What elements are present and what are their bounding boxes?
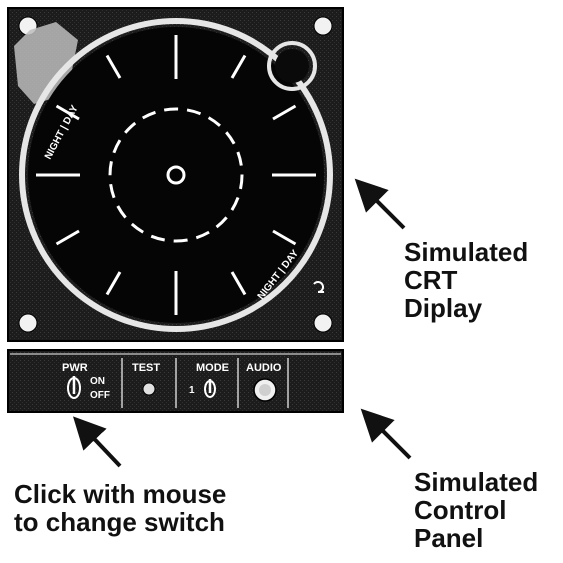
screw-icon xyxy=(313,16,333,36)
pwr-off-label: OFF xyxy=(90,390,110,401)
crt-tick-mark xyxy=(105,271,122,296)
crt-ring xyxy=(19,18,333,332)
mouse-instruction-callout: Click with mouse to change switch xyxy=(14,480,226,536)
crt-screen xyxy=(28,27,324,323)
crt-display: NIGHT | DAY NIGHT | DAY xyxy=(7,7,344,342)
crt-tick-mark xyxy=(55,229,80,246)
callout-line: CRT xyxy=(404,265,458,296)
crt-tick-marks xyxy=(36,35,316,315)
pwr-toggle-switch-icon[interactable] xyxy=(67,376,81,399)
crt-range-circle xyxy=(108,107,244,243)
mode-toggle-switch-icon[interactable] xyxy=(204,379,216,398)
callout-line: Control xyxy=(414,495,507,526)
crt-tick-mark xyxy=(105,54,122,79)
mode-position-label: 1 xyxy=(189,385,195,396)
pointer-arrows xyxy=(72,178,412,468)
audio-rotary-knob-icon[interactable] xyxy=(253,378,277,402)
callout-line: Simulated xyxy=(404,237,529,267)
callout-line: Diplay xyxy=(404,293,483,324)
screw-icon xyxy=(18,313,38,333)
panel-arrow-icon xyxy=(360,408,412,460)
switch-arrow-icon xyxy=(72,416,122,468)
crt-tick-mark xyxy=(230,271,247,296)
mode-label: MODE xyxy=(196,362,229,374)
callout-line: Click with mouse xyxy=(14,479,227,509)
crt-display-callout: Simulated CRT Diplay xyxy=(404,238,528,322)
control-panel: PWR ON OFF TEST MODE 1 AUDIO xyxy=(7,349,344,413)
brightness-knob-icon[interactable] xyxy=(267,41,317,91)
callout-line: to change switch xyxy=(14,507,225,538)
crt-center-marker xyxy=(166,165,186,185)
pwr-on-label: ON xyxy=(90,376,105,387)
screw-icon xyxy=(313,313,333,333)
crt-tick-mark xyxy=(230,54,247,79)
crt-tick-mark xyxy=(272,104,297,121)
callout-line: Panel xyxy=(414,523,484,554)
audio-label: AUDIO xyxy=(246,362,282,374)
crt-arrow-icon xyxy=(354,178,406,230)
hook-icon xyxy=(313,281,324,293)
test-label: TEST xyxy=(132,362,160,374)
test-push-button-icon[interactable] xyxy=(142,382,156,396)
control-panel-callout: Simulated Control Panel xyxy=(414,468,538,552)
pwr-label: PWR xyxy=(62,362,88,374)
crt-tick-mark xyxy=(55,104,80,121)
crt-tick-mark xyxy=(272,229,297,246)
callout-line: Simulated xyxy=(414,467,539,497)
